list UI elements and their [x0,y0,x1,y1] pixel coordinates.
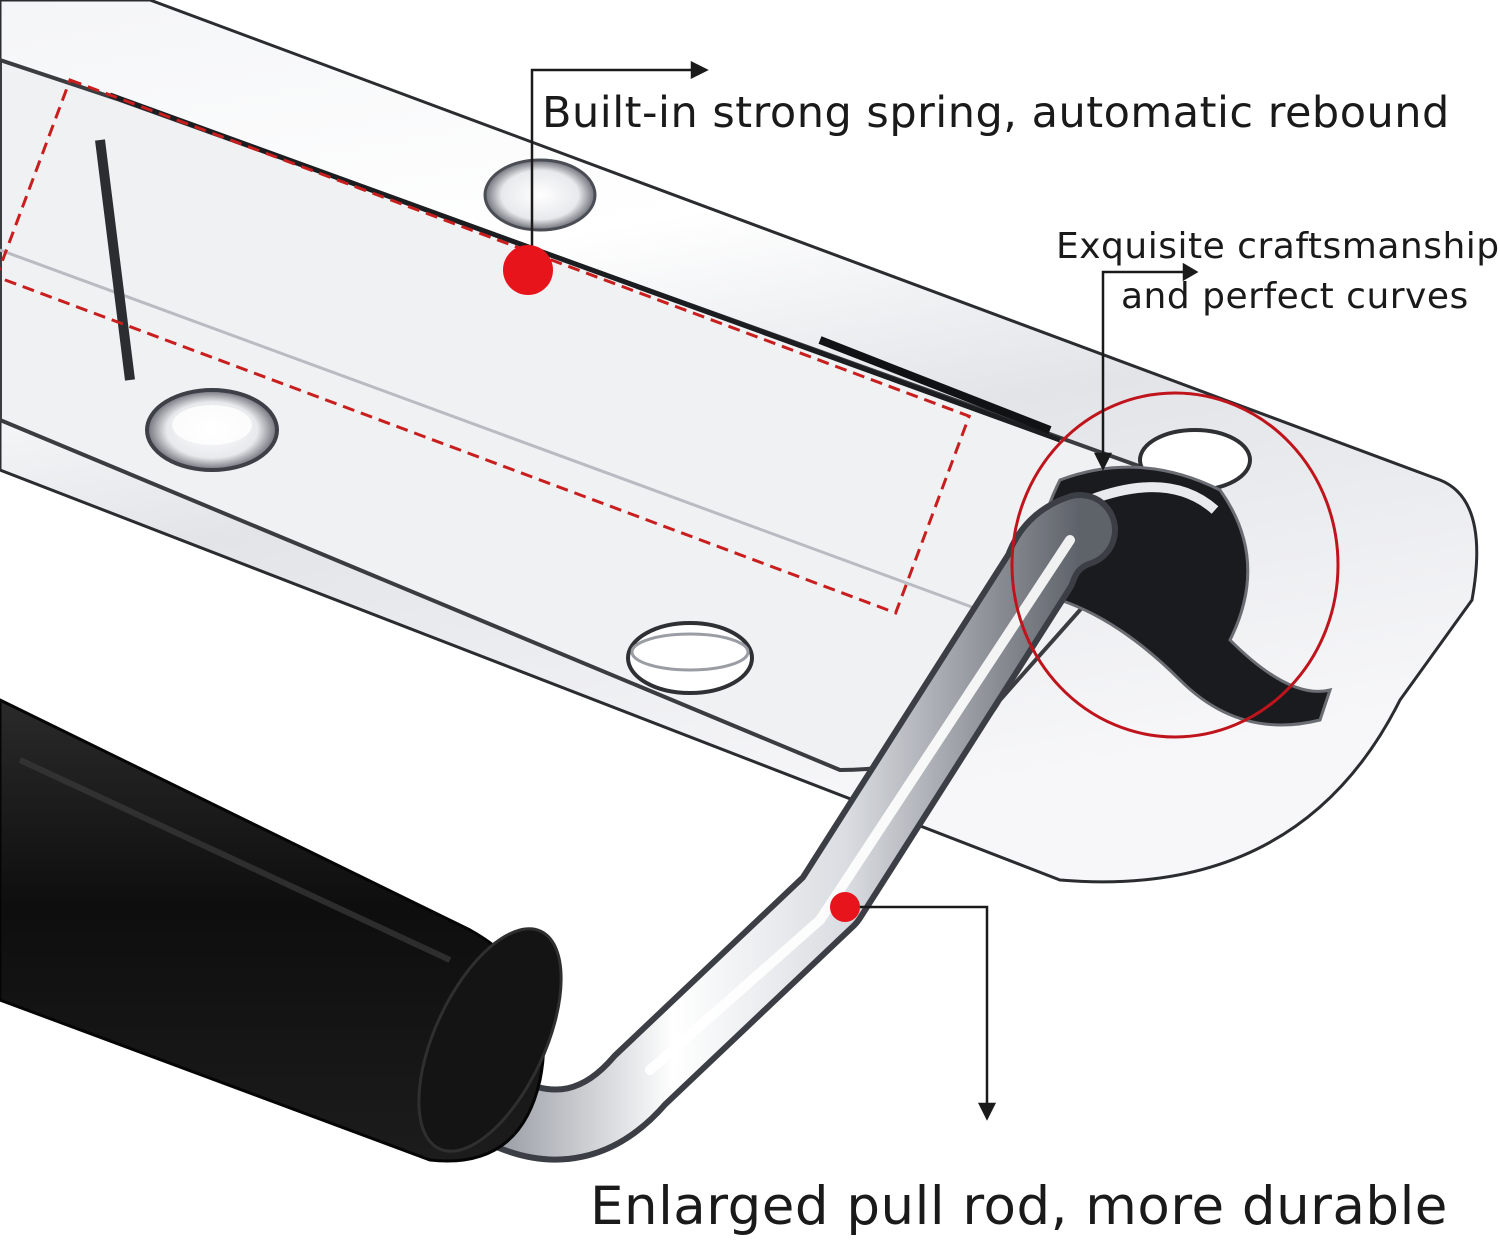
pull-rod-marker-dot [830,892,860,922]
craftsmanship-leader-line [1093,262,1199,471]
craftsmanship-highlight-circle [1010,391,1340,739]
craftsmanship-callout-line1: Exquisite craftsmanship [1056,226,1500,267]
rivet-hole-top [483,158,597,232]
rivet-hole-bottom [626,621,754,695]
spring-callout-label: Built-in strong spring, automatic reboun… [542,88,1450,138]
pull-rod-callout-label: Enlarged pull rod, more durable [590,1176,1448,1237]
rivet-hole-left [145,388,279,472]
spring-marker-dot [503,245,553,295]
metal-plate [0,0,1479,884]
craftsmanship-callout-line2: and perfect curves [1121,276,1469,317]
spring-leader-line [530,60,709,262]
pull-rod [462,492,1118,1163]
black-grip [0,698,563,1163]
pull-rod-leader-line [848,905,997,1121]
